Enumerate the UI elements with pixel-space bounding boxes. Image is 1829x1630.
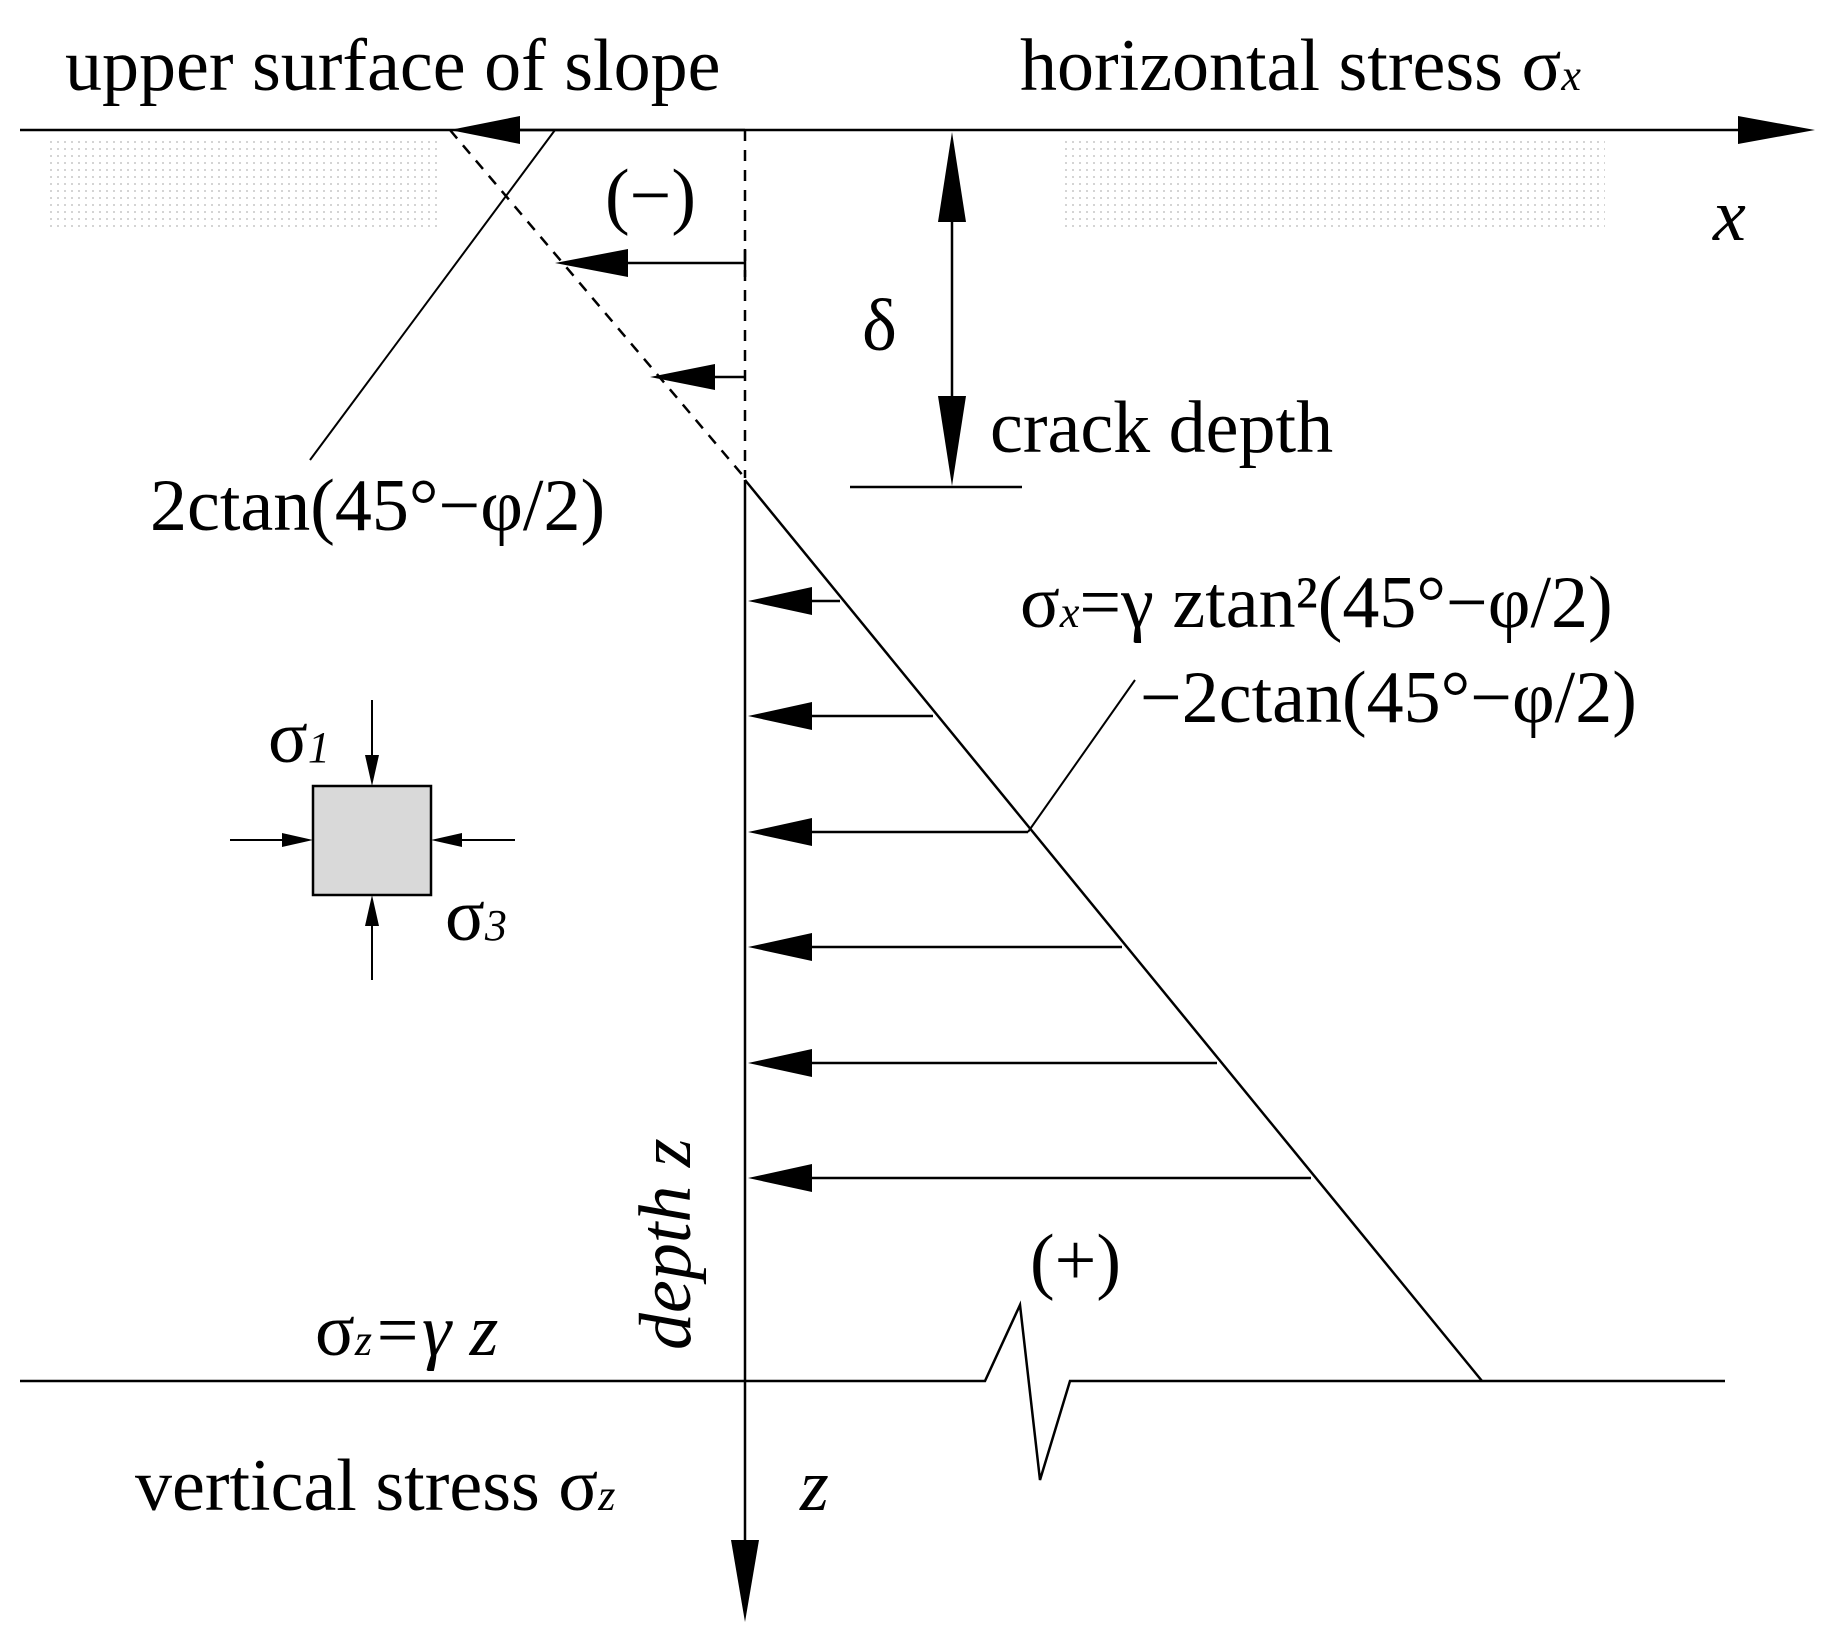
stress-element-square xyxy=(311,784,433,897)
sigma3-sub: 3 xyxy=(484,901,507,950)
x-axis-label: x xyxy=(1712,175,1746,257)
crack-depth-arrow-top xyxy=(938,132,966,222)
pressure-arrow-5-head xyxy=(748,1049,812,1077)
tensile-term-label: 2ctan(45°−φ/2) xyxy=(150,465,605,547)
pressure-line xyxy=(744,479,1483,1382)
sigma-z-equation: σz=γ z xyxy=(315,1290,498,1372)
vertical-stress-sub: z xyxy=(597,1471,615,1520)
negative-zone-label: (−) xyxy=(605,155,696,237)
sigma1-sub: 1 xyxy=(308,723,330,772)
sigma3-right-arrow-head xyxy=(431,833,462,847)
pressure-arrow-1-head xyxy=(748,587,812,615)
sigma-z-symbol: σ xyxy=(315,1290,355,1372)
horizontal-stress-label: horizontal stress σx xyxy=(1020,25,1581,107)
crack-depth-label: crack depth xyxy=(990,387,1333,469)
upper-surface-label: upper surface of slope xyxy=(65,25,720,107)
crack-depth-arrow-bottom xyxy=(938,396,966,486)
pressure-arrow-4-head xyxy=(748,933,812,961)
tensile-term-leader xyxy=(309,129,556,461)
formula-leader xyxy=(1027,679,1136,833)
formula-line1: σx=γ ztan²(45°−φ/2) xyxy=(1020,562,1613,644)
sigma1-label: σ1 xyxy=(268,697,330,779)
horizontal-stress-sub: x xyxy=(1560,51,1581,100)
surface-texture-right xyxy=(1060,140,1605,232)
sigma3-left-arrow-head xyxy=(282,833,313,847)
bottom-break-line xyxy=(20,1300,1725,1481)
sigma1-arrow-head xyxy=(365,755,379,786)
pressure-arrow-6-head xyxy=(748,1164,812,1192)
formula-line1-sub: x xyxy=(1059,588,1080,637)
sigma1-bottom-arrow-head xyxy=(365,895,379,926)
sigma-z-rest: =γ z xyxy=(372,1290,498,1372)
tension-boundary-dashed xyxy=(449,129,746,479)
z-axis-label: z xyxy=(799,1445,829,1527)
tension-arrow-3-head xyxy=(650,364,715,390)
horizontal-stress-text: horizontal stress σ xyxy=(1020,25,1561,107)
pressure-arrows xyxy=(748,587,1311,1192)
formula-line1-sigma: σ xyxy=(1020,562,1060,644)
pressure-arrow-3-head xyxy=(748,818,812,846)
sigma3-symbol: σ xyxy=(445,875,485,957)
vertical-stress-label: vertical stress σz xyxy=(135,1445,615,1527)
x-axis-arrowhead xyxy=(1738,116,1815,144)
tension-arrow-2-head xyxy=(555,249,628,277)
formula-line1-rest: =γ ztan²(45°−φ/2) xyxy=(1079,562,1612,644)
formula-line2: −2ctan(45°−φ/2) xyxy=(1140,657,1637,739)
z-axis-arrowhead xyxy=(731,1540,759,1622)
depth-z-label: depth z xyxy=(625,1138,707,1350)
sigma1-symbol: σ xyxy=(268,697,308,779)
delta-label: δ xyxy=(862,285,897,367)
surface-texture-left xyxy=(45,140,440,232)
stress-element xyxy=(230,700,515,980)
vertical-stress-text: vertical stress σ xyxy=(135,1445,598,1527)
sigma3-label: σ3 xyxy=(445,875,507,957)
positive-zone-label: (+) xyxy=(1030,1220,1121,1302)
tension-arrow-1-head xyxy=(450,116,520,144)
sigma-z-sub: z xyxy=(354,1316,372,1365)
pressure-arrow-2-head xyxy=(748,702,812,730)
